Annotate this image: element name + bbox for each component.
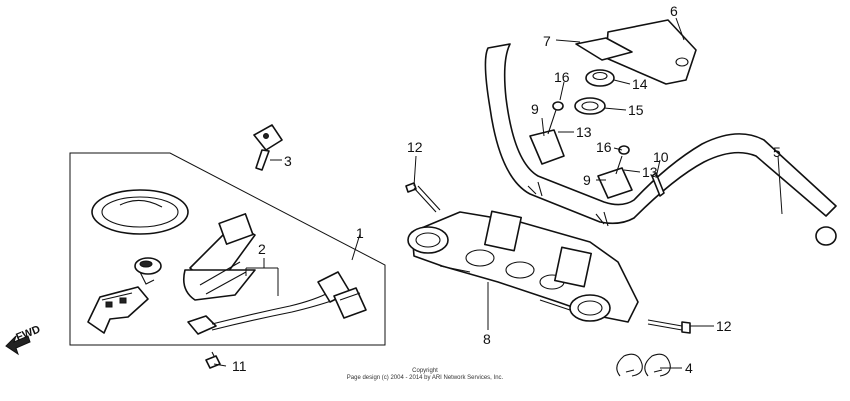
callout-5: 5	[773, 144, 781, 160]
callout-12-upper: 12	[407, 139, 423, 155]
callout-13-upper: 13	[576, 124, 592, 140]
callout-1: 1	[356, 225, 364, 241]
callout-7: 7	[543, 33, 551, 49]
callout-leaders	[213, 17, 783, 369]
callout-11: 11	[232, 358, 247, 374]
callout-13-lower: 13	[642, 164, 658, 180]
top-bridge[interactable]	[407, 210, 639, 323]
bolt-12-lower[interactable]	[647, 319, 691, 334]
callout-2: 2	[258, 241, 266, 257]
ignition-wire-harness[interactable]	[187, 271, 367, 335]
handlebar-holder-upper[interactable]	[529, 129, 633, 199]
callout-8: 8	[483, 331, 491, 347]
copyright-notice: Page design (c) 2004 - 2014 by ARI Netwo…	[347, 375, 504, 381]
upper-cover[interactable]	[575, 19, 697, 85]
ignition-key[interactable]	[253, 124, 283, 171]
callout-12-lower: 12	[716, 318, 732, 334]
callout-10: 10	[653, 149, 669, 165]
pin-10[interactable]	[651, 172, 665, 197]
callout-14: 14	[632, 76, 648, 92]
callout-9-lower: 9	[583, 172, 591, 188]
ignition-switch-box	[69, 152, 386, 346]
callout-16-upper: 16	[554, 69, 570, 85]
bolt-12-upper[interactable]	[405, 182, 441, 213]
forward-arrow-icon	[5, 335, 31, 356]
rubber-mount[interactable]	[574, 69, 615, 115]
clip-4[interactable]	[616, 353, 671, 377]
callout-4: 4	[685, 360, 693, 376]
callout-6: 6	[670, 3, 678, 19]
switch-boot[interactable]	[134, 257, 162, 285]
terminal-bracket[interactable]	[87, 286, 149, 334]
callout-16-lower: 16	[596, 139, 612, 155]
ignition-switch-body[interactable]	[182, 213, 256, 301]
callout-9-upper: 9	[531, 101, 539, 117]
holder-bolts[interactable]	[547, 101, 630, 175]
callout-15: 15	[628, 102, 644, 118]
ignition-switch-cover[interactable]	[91, 189, 189, 235]
copyright-title: Copyright	[412, 368, 438, 374]
callout-3: 3	[284, 153, 292, 169]
bolt-11[interactable]	[205, 351, 221, 369]
